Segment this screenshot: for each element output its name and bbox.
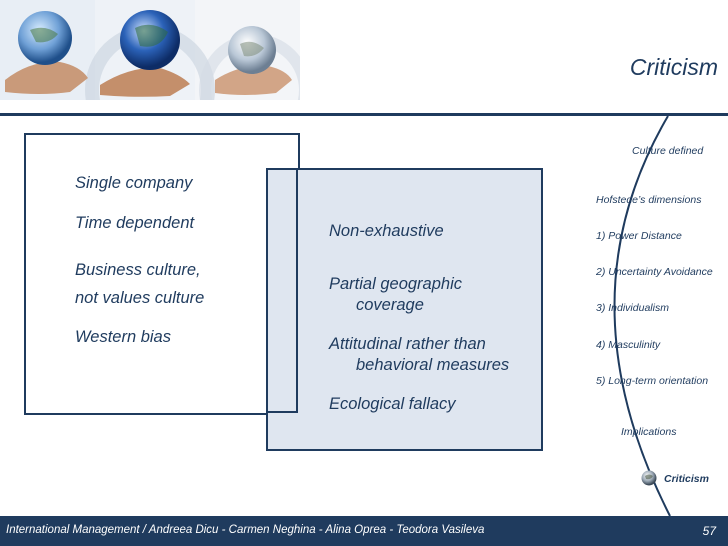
right-item-coverage: coverage — [356, 296, 424, 314]
right-item-ecological-fallacy: Ecological fallacy — [329, 395, 456, 413]
left-item-single-company: Single company — [75, 174, 193, 192]
right-criticism-box — [266, 168, 543, 451]
footer-bar: International Management / Andreea Dicu … — [0, 516, 728, 546]
footer-authors: International Management / Andreea Dicu … — [6, 524, 485, 536]
page-number: 57 — [702, 524, 716, 538]
nav-item-masculinity[interactable]: 4) Masculinity — [596, 339, 661, 351]
globe-icon — [641, 470, 657, 486]
left-item-not-values-culture: not values culture — [75, 289, 205, 307]
left-item-time-dependent: Time dependent — [75, 214, 195, 232]
nav-item-power-distance[interactable]: 1) Power Distance — [596, 230, 682, 242]
nav-item-long-term-orientation[interactable]: 5) Long-term orientation — [596, 375, 709, 387]
box-overlap-border-bottom — [266, 411, 298, 413]
nav-item-hofstede-dimensions[interactable]: Hofstede’s dimensions — [596, 194, 702, 206]
box-overlap-border — [296, 168, 298, 411]
left-item-business-culture: Business culture, — [75, 261, 201, 279]
nav-item-implications[interactable]: Implications — [621, 426, 677, 438]
right-item-attitudinal: Attitudinal rather than — [329, 335, 486, 353]
nav-item-individualism[interactable]: 3) Individualism — [596, 302, 669, 314]
left-item-western-bias: Western bias — [75, 328, 171, 346]
slide-title: Criticism — [629, 54, 718, 80]
right-item-partial-geographic: Partial geographic — [329, 275, 462, 293]
right-item-non-exhaustive: Non-exhaustive — [329, 222, 444, 240]
nav-item-culture-defined[interactable]: Culture defined — [632, 145, 704, 157]
right-item-behavioral-measures: behavioral measures — [356, 356, 510, 374]
nav-item-uncertainty-avoidance[interactable]: 2) Uncertainty Avoidance — [596, 266, 713, 278]
nav-item-criticism-current[interactable]: Criticism — [664, 473, 709, 485]
hands-holding-globes-image — [0, 0, 300, 100]
header-divider — [0, 113, 728, 116]
